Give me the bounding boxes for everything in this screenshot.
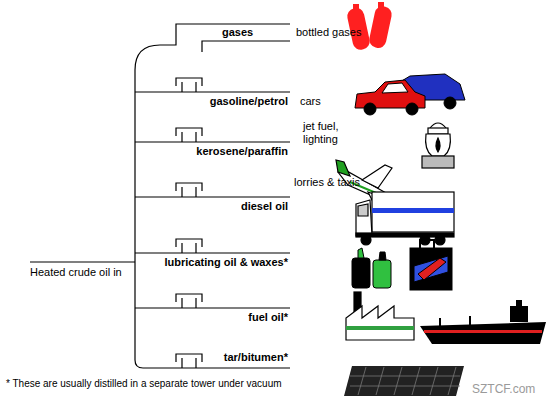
oil-cans-icon [352,240,452,290]
bubble-cap [176,78,202,92]
watermark: SZTCF.com [472,382,535,396]
fraction-label: fuel oil* [248,311,288,324]
fraction-label: lubricating oil & waxes* [165,256,288,269]
bubble-cap [176,354,202,368]
fraction-label: gases [222,26,253,39]
use-label: lorries & taxis [294,176,360,189]
bubble-cap [176,294,202,308]
lamp-icon [422,123,454,168]
tray-line [135,141,290,142]
ship-icon [420,300,546,344]
tray-line [135,307,290,308]
fraction-label: gasoline/petrol [210,95,288,108]
footnote: * These are usually distilled in a separ… [6,378,282,390]
fraction-label: tar/bitumen* [224,351,288,364]
factory-icon [346,292,414,340]
trays [135,78,290,368]
column-wall [135,24,290,360]
fraction-label: kerosene/paraffin [196,145,288,158]
bubble-cap [176,239,202,253]
lorry-icon [356,192,454,245]
fractionating-column [30,24,290,368]
bubble-cap [176,128,202,142]
tray-line [135,196,290,197]
cars-icon [355,74,465,115]
inlet-label: Heated crude oil in [30,266,122,279]
bubble-cap [176,183,202,197]
use-label: jet fuel, lighting [303,120,351,146]
gas-pipe [202,41,290,52]
road-icon [344,366,464,396]
tray-line [135,252,290,253]
fraction-label: diesel oil [241,200,288,213]
use-label: bottled gases [296,26,361,39]
use-label: cars [300,95,321,108]
tray-line [135,91,290,92]
inlet-pipe [30,261,135,262]
